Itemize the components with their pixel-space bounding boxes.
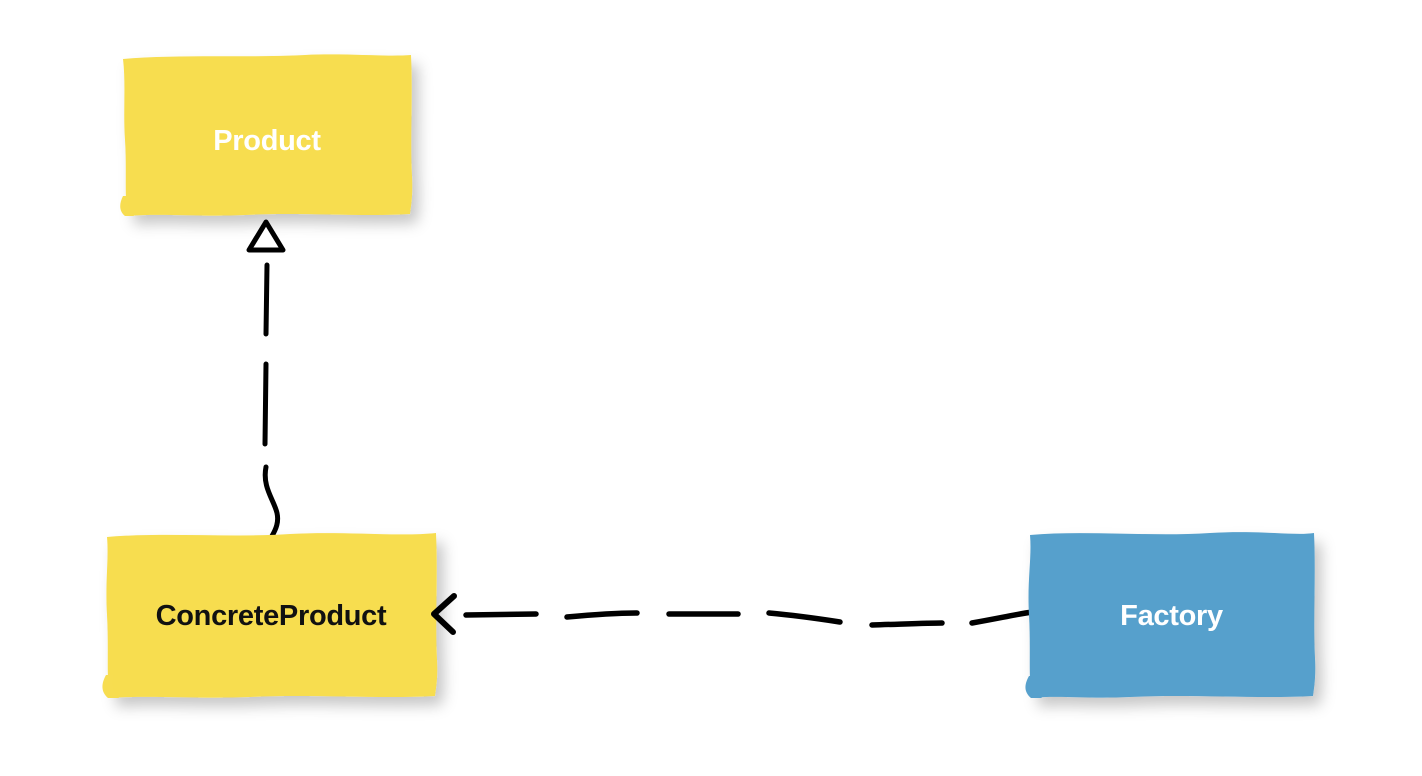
inheritance-dash-3	[262, 464, 281, 539]
inheritance-hollow-triangle-arrowhead	[246, 219, 286, 253]
dependency-dash-4	[766, 610, 843, 625]
node-factory-shape	[1028, 532, 1316, 698]
node-factory[interactable]	[1025, 532, 1316, 698]
dependency-dash-5	[869, 620, 945, 628]
dependency-dash-6	[969, 609, 1035, 626]
dependency-dash-1	[463, 611, 539, 618]
node-factory-corner-flick	[1025, 676, 1042, 698]
inheritance-dash-1	[263, 262, 270, 337]
node-concrete-product-shape	[106, 533, 438, 698]
node-concrete-product[interactable]	[102, 533, 438, 698]
inheritance-dash-2	[262, 361, 269, 447]
node-product-corner-flick	[120, 196, 134, 216]
node-product[interactable]	[120, 54, 413, 216]
node-product-shape	[123, 54, 413, 216]
edge-dependency[interactable]	[431, 593, 1035, 635]
node-concrete-product-corner-flick	[102, 675, 119, 698]
edge-inheritance[interactable]	[246, 219, 286, 539]
dependency-dash-2	[564, 610, 640, 620]
dependency-open-chevron-arrowhead	[431, 593, 457, 635]
